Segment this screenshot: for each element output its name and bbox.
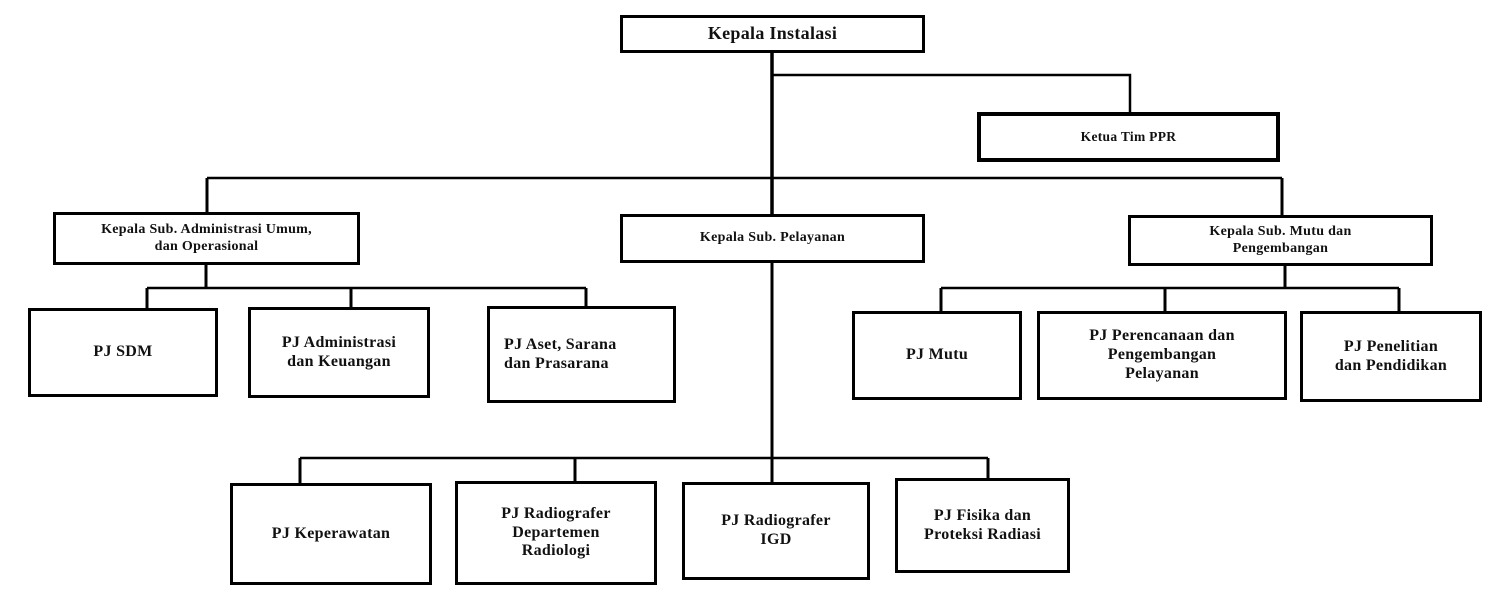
node-label: Ketua Tim PPR — [1080, 129, 1177, 145]
node-label: PJ Radiografer Departemen Radiologi — [501, 504, 611, 560]
node-label: PJ Perencanaan dan Pengembangan Pelayana… — [1089, 327, 1235, 382]
node-kepala-sub-mutu: Kepala Sub. Mutu dan Pengembangan — [1128, 215, 1433, 266]
node-kepala-sub-administrasi: Kepala Sub. Administrasi Umum, dan Opera… — [53, 212, 360, 265]
node-label: Kepala Instalasi — [707, 23, 838, 44]
node-pj-aset: PJ Aset, Sarana dan Prasarana — [487, 306, 676, 403]
node-pj-penelitian: PJ Penelitian dan Pendidikan — [1300, 311, 1482, 402]
node-label: PJ Keperawatan — [271, 524, 391, 542]
node-kepala-sub-pelayanan: Kepala Sub. Pelayanan — [620, 214, 925, 263]
node-pj-perencanaan: PJ Perencanaan dan Pengembangan Pelayana… — [1037, 311, 1287, 400]
node-pj-fisika: PJ Fisika dan Proteksi Radiasi — [895, 478, 1070, 573]
node-pj-mutu: PJ Mutu — [852, 311, 1022, 400]
node-ketua-tim-ppr: Ketua Tim PPR — [977, 112, 1280, 162]
node-label: PJ Mutu — [905, 346, 969, 364]
connector-ketua-branch — [772, 73, 1132, 112]
node-label: Kepala Sub. Pelayanan — [699, 230, 846, 246]
node-label: PJ Fisika dan Proteksi Radiasi — [924, 506, 1041, 543]
node-label: Kepala Sub. Administrasi Umum, dan Opera… — [101, 221, 312, 254]
node-label: PJ SDM — [93, 343, 153, 361]
node-label: Kepala Sub. Mutu dan Pengembangan — [1209, 223, 1352, 256]
node-label: PJ Penelitian dan Pendidikan — [1334, 337, 1448, 374]
node-label: PJ Aset, Sarana dan Prasarana — [504, 335, 617, 372]
node-label: PJ Administrasi dan Keuangan — [281, 333, 397, 370]
node-kepala-instalasi: Kepala Instalasi — [620, 15, 925, 53]
node-pj-radiografer-departemen: PJ Radiografer Departemen Radiologi — [455, 481, 657, 585]
node-pj-radiografer-igd: PJ Radiografer IGD — [682, 482, 870, 580]
node-pj-sdm: PJ SDM — [28, 308, 218, 397]
node-label: PJ Radiografer IGD — [721, 512, 831, 548]
node-pj-administrasi: PJ Administrasi dan Keuangan — [248, 307, 430, 398]
node-pj-keperawatan: PJ Keperawatan — [230, 483, 432, 585]
